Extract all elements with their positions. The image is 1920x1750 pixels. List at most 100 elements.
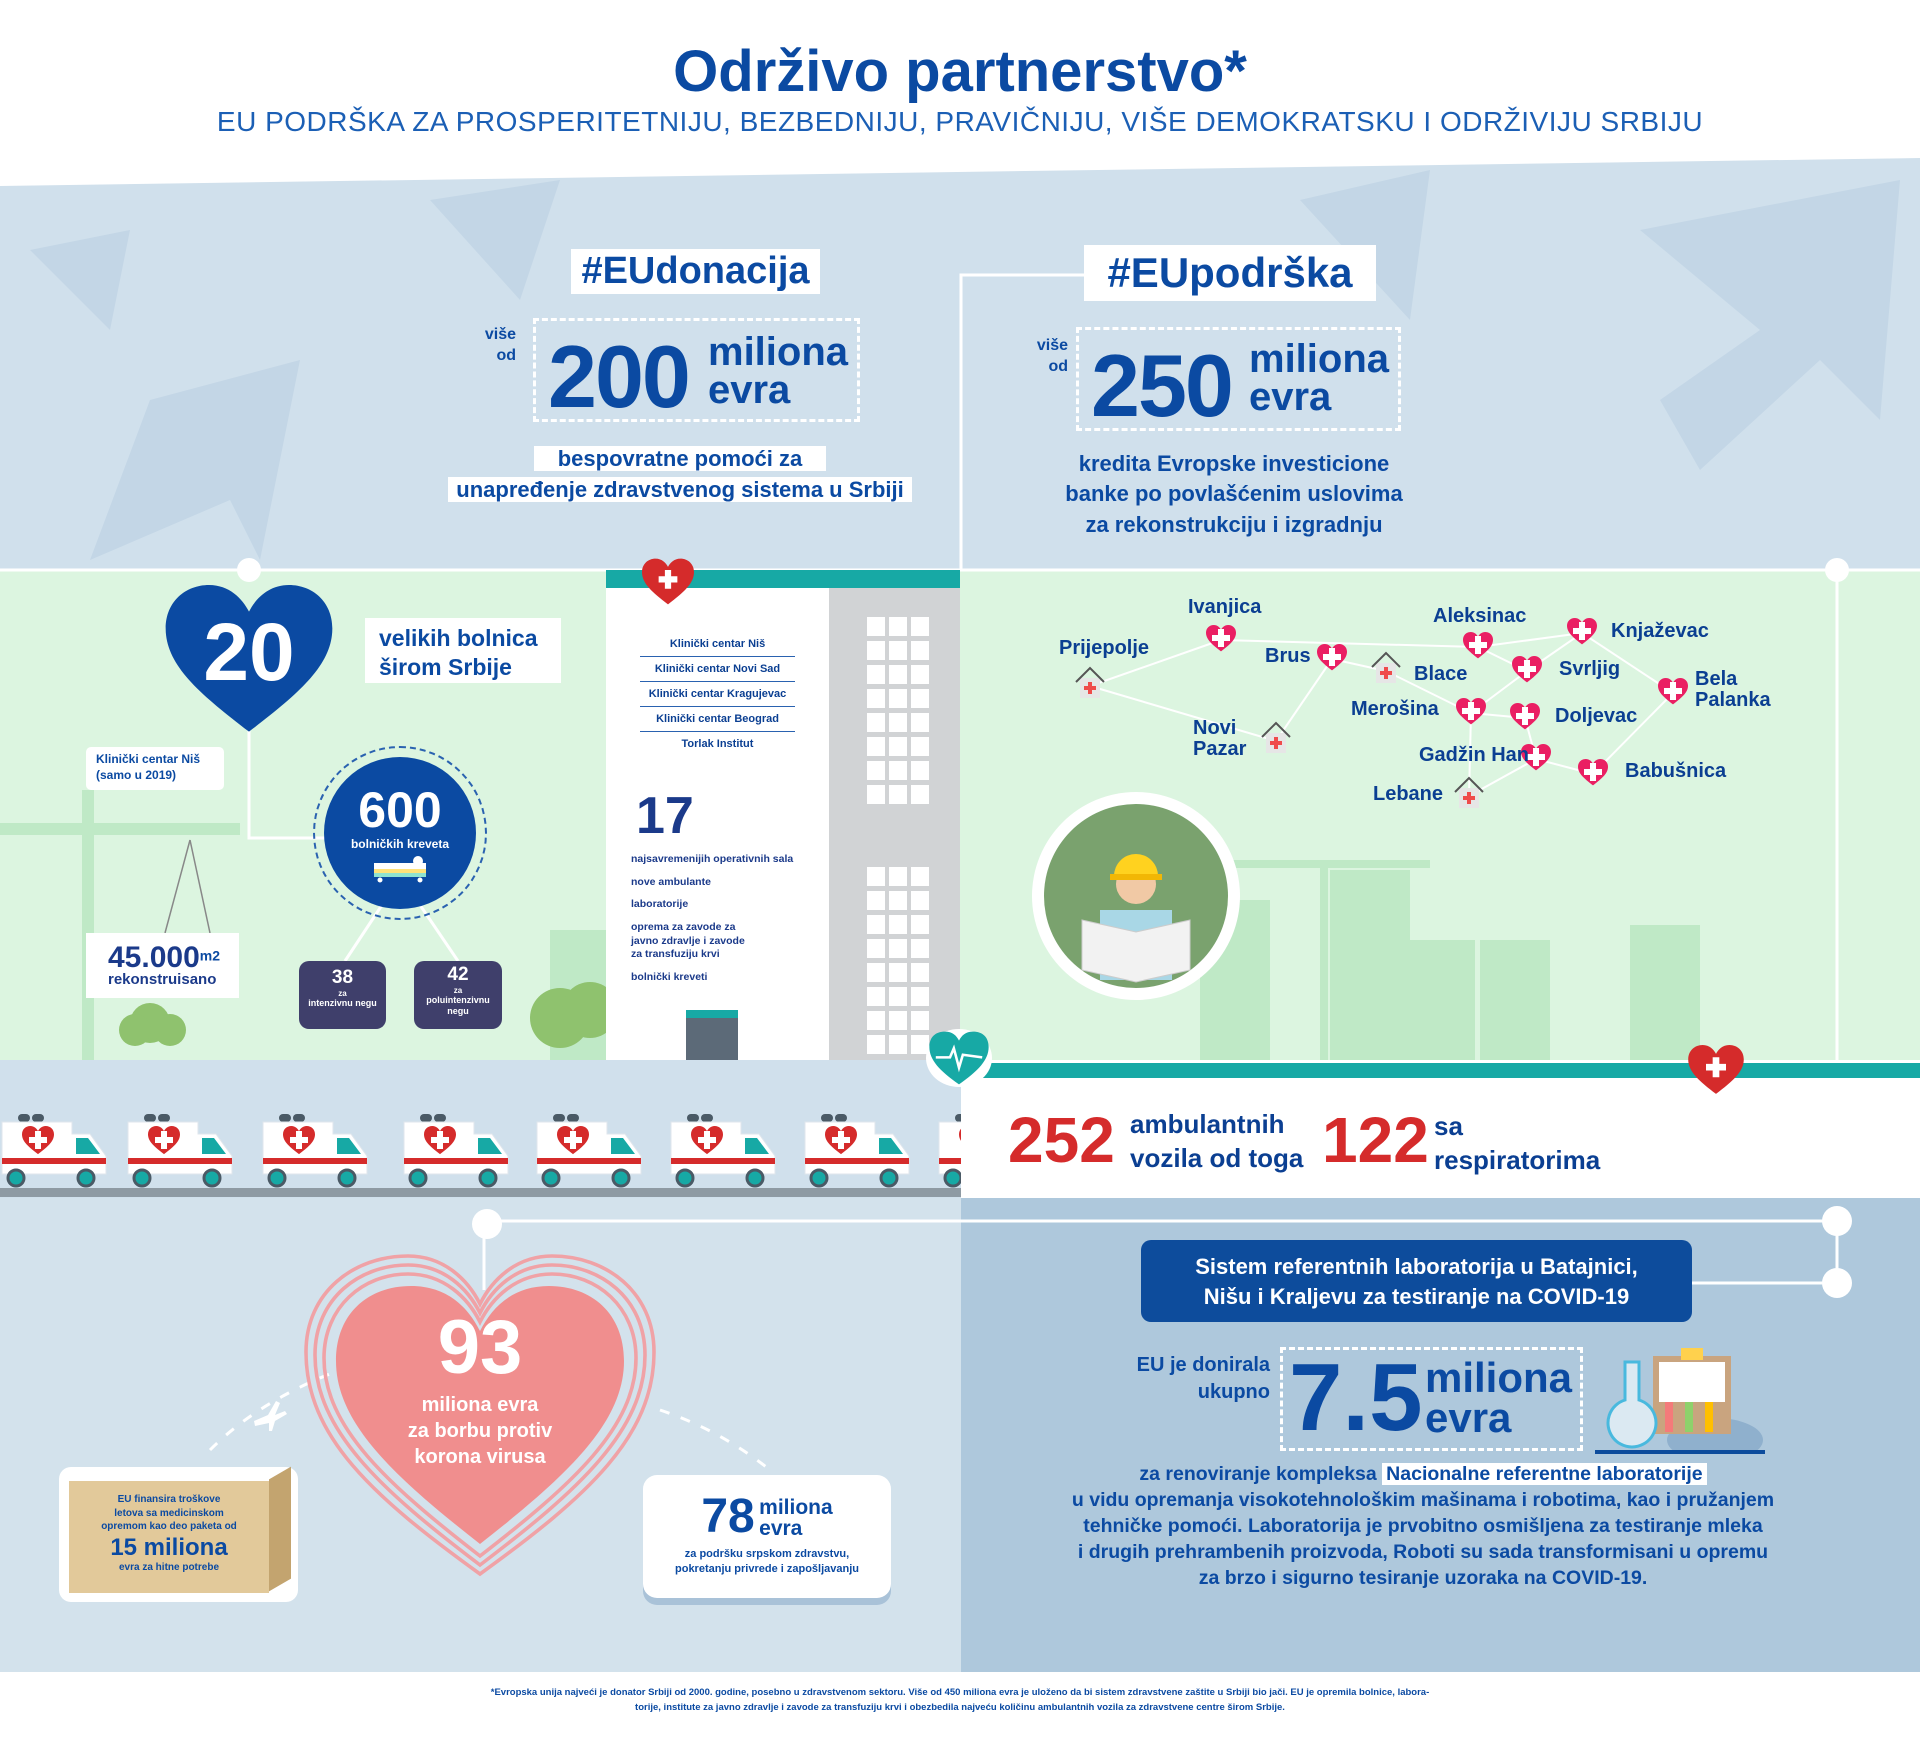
description-line: za rekonstrukciju i izgradnju	[1085, 511, 1383, 537]
window	[911, 785, 929, 804]
box-text: EU finansira troškove	[117, 1494, 221, 1505]
window	[911, 939, 929, 958]
covid-amount: 93	[437, 1305, 523, 1390]
window	[911, 713, 929, 732]
covid-label: miliona evra	[421, 1394, 539, 1416]
worker-badge	[1032, 792, 1240, 1000]
window	[889, 1035, 907, 1054]
description-text: za renoviranje kompleksa	[1139, 1463, 1383, 1485]
map-connection	[1477, 632, 1583, 648]
city-label: Knjaževac	[1611, 620, 1709, 642]
footnote-line: *Evropska unija najveći je donator Srbij…	[490, 1687, 1430, 1698]
heart-pulse-icon	[929, 1031, 989, 1085]
support-prefix: više od	[1030, 336, 1068, 378]
box-amount: 15 miliona	[110, 1533, 228, 1561]
heart-cross-icon	[1510, 703, 1540, 730]
clinical-center-item: Klinički centar Novi Sad	[640, 657, 795, 682]
connector-dot	[1825, 558, 1849, 582]
engineer-icon	[1044, 804, 1228, 988]
map-connection	[1592, 692, 1674, 775]
respirator-count: 122	[1322, 1104, 1429, 1176]
equipment-item: nove ambulante	[631, 875, 711, 888]
window	[867, 987, 885, 1006]
city-label: Svrljig	[1559, 658, 1621, 680]
prefix-line: od	[1048, 357, 1068, 375]
heart-cross-icon	[1463, 632, 1493, 659]
unit-line: evra	[1249, 375, 1332, 419]
ambulance-icon	[126, 1112, 236, 1190]
page-title: Održivo partnerstvo*	[673, 39, 1247, 104]
window	[867, 641, 885, 660]
description-line: bespovratne pomoći za	[533, 446, 827, 471]
city-label: Aleksinac	[1433, 605, 1527, 627]
description-line: i drugih prehrambenih proizvoda, Roboti …	[1077, 1540, 1769, 1563]
heart-cross-icon	[1206, 625, 1236, 652]
clinical-center-item: Klinički centar Beograd	[640, 707, 795, 732]
label-line: Klinički centar Niš	[96, 752, 201, 766]
labs-amount: 7.5	[1289, 1344, 1423, 1451]
semi-label: poluintenzivnu	[426, 995, 490, 1005]
beds-circle: 600 bolničkih kreveta	[324, 757, 476, 909]
window	[911, 1035, 929, 1054]
window	[867, 963, 885, 982]
box-text: evra za hitne potrebe	[118, 1562, 220, 1574]
window	[911, 915, 929, 934]
prefix-line: više	[1036, 337, 1068, 354]
window	[889, 785, 907, 804]
city-label: Prijepolje	[1059, 637, 1150, 659]
city-label: Brus	[1265, 645, 1311, 667]
label-line: ambulantnih	[1130, 1109, 1285, 1139]
area-value: 45.000	[108, 941, 200, 974]
city-label: Lebane	[1373, 783, 1444, 805]
window	[911, 665, 929, 684]
box-text: letova sa medicinskom	[114, 1507, 224, 1519]
connector-dot	[472, 1209, 502, 1239]
window	[889, 641, 907, 660]
covid-label: za borbu protiv	[407, 1420, 553, 1442]
window	[867, 737, 885, 756]
heart-cross-icon	[1658, 678, 1688, 705]
support-tag: #EUpodrška	[1084, 245, 1376, 301]
city-label: Merošina	[1351, 698, 1439, 720]
labs-banner: Sistem referentnih laboratorija u Batajn…	[1141, 1240, 1692, 1322]
label-line: širom Srbije	[379, 653, 512, 680]
hospital-building	[606, 570, 829, 1060]
window	[867, 939, 885, 958]
cardboard-box: EU finansira troškove letova sa medicins…	[69, 1481, 269, 1593]
clinic-house-icon	[1261, 721, 1291, 753]
icu-label: za	[338, 989, 347, 998]
area-unit: m2	[199, 947, 220, 964]
heart-cross-icon	[1456, 698, 1486, 725]
description-line: tehničke pomoći. Laboratorija je prvobit…	[1083, 1514, 1763, 1537]
vehicle-count: 252	[1008, 1104, 1115, 1176]
heart-cross-icon	[1578, 759, 1608, 786]
box-side	[269, 1466, 291, 1592]
highlight-text: Nacionalne referentne laboratorije	[1382, 1463, 1707, 1485]
window	[911, 1011, 929, 1030]
description-line: za renoviranje kompleksa Nacionalne refe…	[1053, 1462, 1793, 1488]
area-box: 45.000m2 rekonstruisano	[86, 933, 239, 998]
semi-label: negu	[447, 1005, 469, 1016]
beds-label: bolničkih kreveta	[350, 837, 450, 851]
label-line: vozila od toga	[1130, 1142, 1304, 1173]
window	[867, 1035, 885, 1054]
map-connection	[1220, 639, 1479, 648]
window	[867, 689, 885, 708]
beds-count: 600	[358, 782, 442, 838]
clinic-house-icon	[1454, 776, 1484, 808]
covid-amount-block: 93 miliona evra za borbu protiv korona v…	[330, 1310, 630, 1470]
city-label: Gadžin Han	[1419, 744, 1530, 766]
window	[889, 713, 907, 732]
window	[911, 963, 929, 982]
window	[867, 915, 885, 934]
box-card: EU finansira troškove letova sa medicins…	[59, 1466, 298, 1602]
support-amount: 250	[1091, 336, 1234, 435]
banner-line: Nišu i Kraljevu za testiranje na COVID-1…	[1203, 1283, 1630, 1309]
